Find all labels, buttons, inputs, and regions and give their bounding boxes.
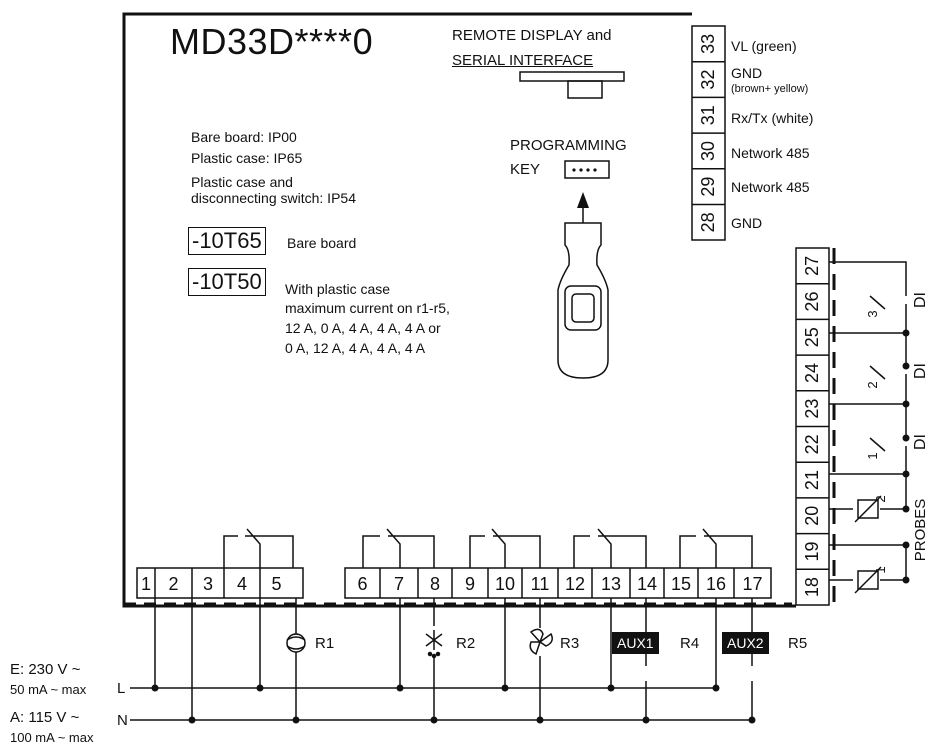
terminal-33-label: VL (green): [731, 38, 797, 54]
terminal-29-number: 29: [698, 177, 718, 197]
terminal-11-number: 11: [531, 574, 550, 594]
terminal-27-number: 27: [802, 256, 822, 276]
case-text-1: With plastic case: [285, 281, 391, 297]
terminal-4-number: 4: [237, 574, 247, 594]
programming-label-2: KEY: [510, 161, 541, 178]
terminal-32-label: GND: [731, 65, 763, 81]
supply-e-current: 50 mA ~ max: [10, 682, 87, 697]
aux1-badge: AUX1: [612, 632, 659, 654]
temp-code-case: -10T50: [188, 268, 266, 296]
terminal-22-number: 22: [802, 434, 822, 454]
temp-label-bare: Bare board: [287, 235, 357, 251]
protection-text-4: disconnecting switch: IP54: [191, 190, 356, 206]
input-di-label: DI: [912, 363, 927, 379]
case-text-4: 0 A, 12 A, 4 A, 4 A, 4 A: [285, 340, 426, 356]
case-text-3: 12 A, 0 A, 4 A, 4 A, 4 A or: [285, 320, 441, 336]
supply-a-voltage: A: 115 V ~: [10, 709, 80, 726]
protection-text-3: Plastic case and: [191, 174, 293, 190]
terminal-14-number: 14: [637, 574, 657, 594]
terminal-33-number: 33: [698, 34, 718, 54]
line-label-n: N: [117, 712, 128, 729]
line-label-l: L: [117, 680, 126, 697]
programming-label-1: PROGRAMMING: [510, 137, 627, 154]
input-di-label: DI: [912, 292, 927, 308]
terminal-21-number: 21: [802, 470, 822, 490]
terminal-9-number: 9: [465, 574, 475, 594]
terminal-20-number: 20: [802, 506, 822, 526]
supply-a-current: 100 mA ~ max: [10, 730, 94, 745]
terminal-31-number: 31: [698, 105, 718, 125]
protection-text-1: Bare board: IP00: [191, 129, 297, 145]
relay-r5-label: R5: [788, 635, 808, 652]
terminal-17-number: 17: [742, 574, 762, 594]
terminal-12-number: 12: [565, 574, 585, 594]
controller-outline: [122, 12, 796, 608]
terminal-16-number: 16: [706, 574, 726, 594]
terminal-32-sublabel: (brown+ yellow): [731, 83, 809, 95]
probe-1-label: 1: [873, 566, 888, 573]
display-connector: [519, 71, 625, 82]
temp-code-bare: -10T65: [188, 227, 266, 255]
terminal-26-number: 26: [802, 292, 822, 312]
case-text-2: maximum current on r1-r5,: [285, 300, 450, 316]
terminal-30-number: 30: [698, 141, 718, 161]
probes-label: PROBES: [912, 499, 927, 562]
relay-r4-label: R4: [680, 635, 700, 652]
input-di-label: DI: [912, 434, 927, 450]
terminal-18-number: 18: [802, 577, 822, 597]
input-contact-2-label: 2: [865, 381, 880, 388]
probe-2-label: 2: [873, 495, 888, 502]
relay-r3-label: R3: [560, 635, 580, 652]
terminal-15-number: 15: [671, 574, 691, 594]
terminal-31-label: Rx/Tx (white): [731, 110, 814, 126]
aux2-badge: AUX2: [722, 632, 769, 654]
supply-e-voltage: E: 230 V ~: [10, 661, 81, 678]
terminal-32-number: 32: [698, 70, 718, 90]
terminal-10-number: 10: [495, 574, 515, 594]
terminal-13-number: 13: [601, 574, 621, 594]
terminal-28-label: GND: [731, 215, 763, 231]
relay-r1-label: R1: [315, 635, 335, 652]
terminal-19-number: 19: [802, 541, 822, 561]
terminal-3-number: 3: [203, 574, 213, 594]
relay-r2-label: R2: [456, 635, 476, 652]
terminal-29-label: Network 485: [731, 179, 810, 195]
input-contact-3-label: 3: [865, 310, 880, 317]
terminal-block-1-5: [136, 567, 304, 599]
remote-display-label-2: SERIAL INTERFACE: [452, 52, 594, 69]
terminal-1-number: 1: [141, 574, 151, 594]
terminal-23-number: 23: [802, 399, 822, 419]
remote-display-label-1: REMOTE DISPLAY and: [452, 27, 612, 44]
terminal-7-number: 7: [394, 574, 404, 594]
model-name: MD33D****0: [170, 21, 374, 62]
terminal-24-number: 24: [802, 363, 822, 383]
programming-connector: [564, 160, 610, 179]
protection-text-2: Plastic case: IP65: [191, 150, 303, 166]
input-contact-1-label: 1: [865, 452, 880, 459]
terminal-6-number: 6: [357, 574, 367, 594]
terminal-30-label: Network 485: [731, 145, 810, 161]
terminal-8-number: 8: [430, 574, 440, 594]
terminal-28-number: 28: [698, 212, 718, 232]
terminal-2-number: 2: [168, 574, 178, 594]
terminal-25-number: 25: [802, 327, 822, 347]
terminal-5-number: 5: [271, 574, 281, 594]
